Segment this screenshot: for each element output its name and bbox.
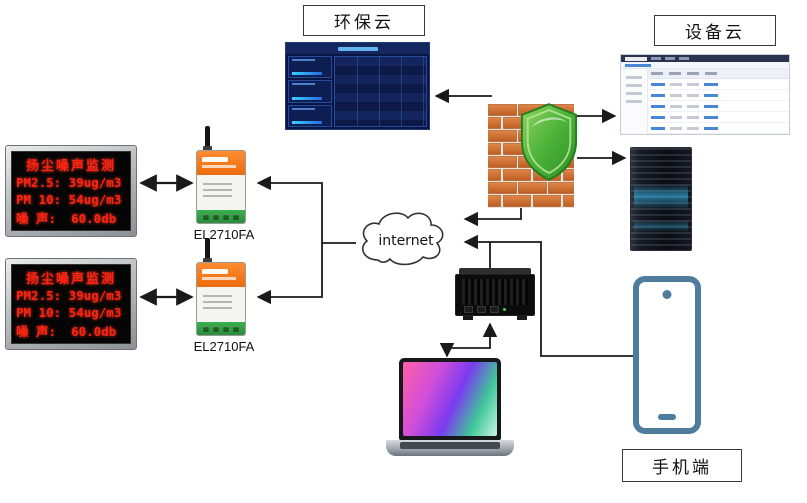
mobile-label: 手机端	[652, 458, 712, 478]
modem-body	[196, 262, 246, 336]
led-title: 扬尘噪声监测	[25, 158, 116, 174]
internet-label: internet	[378, 233, 434, 249]
webui-sidebar	[621, 69, 648, 134]
dashboard-data-table	[334, 56, 427, 127]
led-screen: 扬尘噪声监测 PM2.5: 39ug/m3 PM 10: 54ug/m3 噪 声…	[11, 264, 131, 344]
dashboard-chart-card	[288, 104, 332, 127]
antenna-icon	[205, 126, 210, 152]
shield-icon	[520, 103, 578, 181]
webui-navbar	[621, 55, 789, 63]
antenna-icon	[205, 238, 210, 264]
device-cloud-ui	[620, 54, 790, 135]
dashboard-chart-card	[288, 80, 332, 103]
modem2-label: EL2710FA	[193, 339, 255, 354]
laptop-display	[403, 362, 497, 436]
firewall-icon	[488, 100, 580, 210]
mobile-label-box: 手机端	[622, 449, 742, 482]
env-cloud-label: 环保云	[334, 13, 394, 33]
server-lights	[634, 220, 688, 232]
server-rack	[630, 147, 692, 251]
webui-table	[648, 69, 789, 134]
phone-home-button	[658, 414, 676, 420]
led-title: 扬尘噪声监测	[25, 271, 116, 287]
dashboard-chart-card	[288, 56, 332, 79]
arrow-phone-to-cloud	[463, 234, 633, 357]
server-lights	[634, 184, 688, 210]
device-cloud-label: 设备云	[685, 23, 745, 43]
led-noise-value: 噪 声: 60.0db	[16, 324, 117, 340]
terminal-block	[197, 322, 245, 335]
laptop	[386, 358, 514, 464]
modem-device-2	[196, 238, 250, 338]
led-pm25-value: PM2.5: 39ug/m3	[16, 288, 122, 304]
modem-brand-panel	[197, 263, 245, 287]
modem-brand-panel	[197, 151, 245, 175]
device-cloud-label-box: 设备云	[654, 15, 776, 46]
led-pm10-value: PM 10: 54ug/m3	[16, 191, 122, 207]
arrow-cloud-to-modem1	[256, 175, 356, 244]
led-display-panel-1: 扬尘噪声监测 PM2.5: 39ug/m3 PM 10: 54ug/m3 噪 声…	[5, 145, 137, 237]
arrow-router-laptop	[439, 322, 498, 358]
router-device	[455, 268, 535, 322]
dashboard-header	[286, 43, 429, 54]
led-pm25-value: PM2.5: 39ug/m3	[16, 175, 122, 191]
router-ports	[464, 306, 506, 313]
env-cloud-dashboard	[285, 42, 430, 130]
led-noise-value: 噪 声: 60.0db	[16, 211, 117, 227]
terminal-block	[197, 210, 245, 223]
led-screen: 扬尘噪声监测 PM2.5: 39ug/m3 PM 10: 54ug/m3 噪 声…	[11, 151, 131, 231]
laptop-screen	[399, 358, 501, 440]
led-pm10-value: PM 10: 54ug/m3	[16, 304, 122, 320]
modem-body	[196, 150, 246, 224]
webui-toolbar	[621, 62, 789, 69]
arrow-firewall-to-cloud	[463, 207, 522, 227]
smartphone-icon	[633, 276, 701, 434]
antenna-base	[203, 146, 212, 152]
internet-cloud: internet	[350, 204, 462, 276]
modem-device-1	[196, 126, 250, 226]
antenna-base	[203, 258, 212, 264]
arrow-cloud-to-modem2	[256, 243, 323, 305]
phone-camera-dot	[662, 290, 672, 299]
led-display-panel-2: 扬尘噪声监测 PM2.5: 39ug/m3 PM 10: 54ug/m3 噪 声…	[5, 258, 137, 350]
laptop-keyboard-base	[386, 440, 514, 456]
env-cloud-label-box: 环保云	[303, 5, 425, 36]
router-led	[503, 308, 506, 311]
